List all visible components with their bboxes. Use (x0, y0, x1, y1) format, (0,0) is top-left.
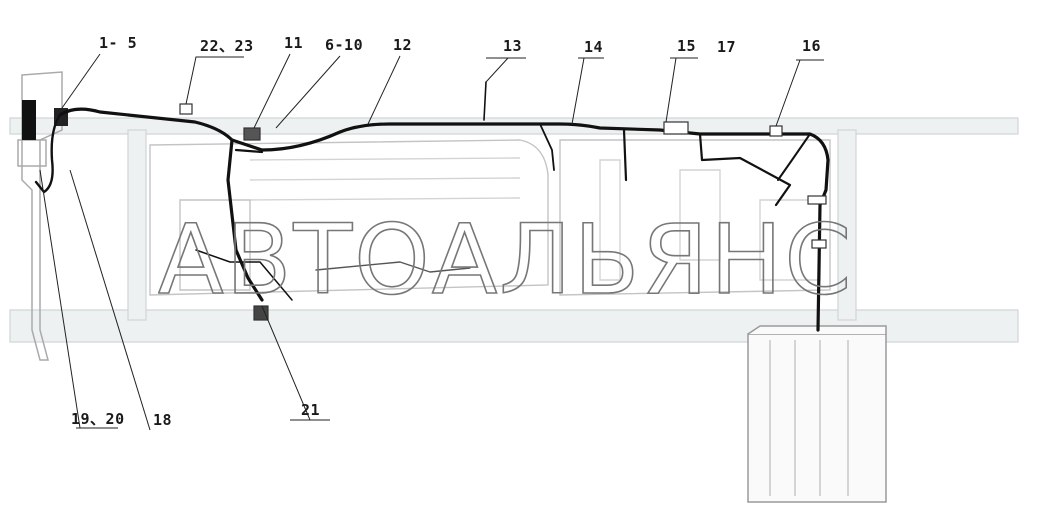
callout-21: 21 (301, 401, 321, 419)
battery-box (747, 325, 887, 503)
callout-14: 14 (584, 38, 604, 56)
callout-12: 12 (393, 36, 413, 54)
callout-15: 15 (677, 37, 697, 55)
callout-11: 11 (284, 34, 304, 52)
callout-22-23: 22、23 (200, 37, 254, 55)
callout-17: 17 (717, 38, 737, 56)
callout-18: 18 (153, 411, 173, 429)
callout-16: 16 (802, 37, 822, 55)
main-harness (34, 81, 830, 332)
watermark-label: АВТОАЛЬЯНС (158, 205, 853, 305)
callout-19-20: 19、20 (71, 410, 125, 428)
clip-markers (179, 103, 827, 321)
watermark-text: АВТОАЛЬЯНС (158, 205, 853, 305)
callout-13: 13 (503, 37, 523, 55)
callout-1-5: 1- 5 (99, 34, 138, 52)
leader-lines (39, 53, 824, 431)
callout-6-10: 6-10 (325, 36, 364, 54)
